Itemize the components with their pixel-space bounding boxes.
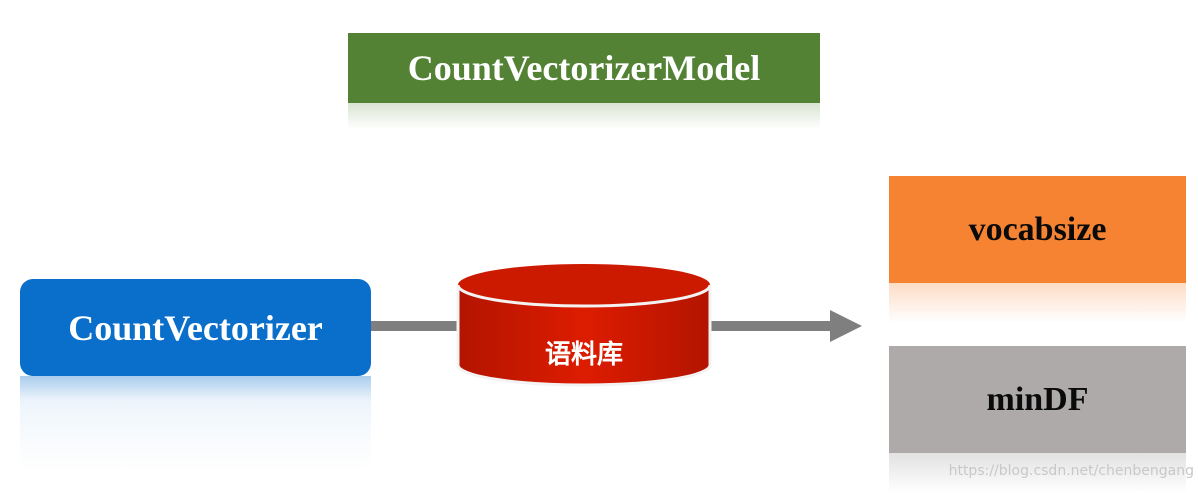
arrow-head-icon (830, 310, 862, 342)
watermark-text: https://blog.csdn.net/chenbengang (948, 463, 1194, 479)
param-vocabsize-text: vocabsize (968, 210, 1107, 248)
model-title-reflection (348, 103, 820, 129)
connector-line-left (371, 321, 461, 331)
source-box: CountVectorizer (20, 279, 371, 376)
database-label: 语料库 (544, 339, 623, 370)
connector-line-right (708, 321, 834, 331)
database-cylinder-icon (456, 264, 712, 387)
param-vocabsize-box: vocabsize (889, 176, 1186, 283)
source-reflection (20, 376, 371, 472)
model-title-box: CountVectorizerModel (348, 33, 820, 103)
param-mindf-box: minDF (889, 346, 1186, 453)
source-text: CountVectorizer (68, 307, 323, 348)
param-mindf-text: minDF (986, 380, 1089, 418)
param-mindf-reflection (889, 453, 1186, 493)
model-title-text: CountVectorizerModel (407, 48, 761, 88)
param-vocabsize-reflection (889, 283, 1186, 323)
